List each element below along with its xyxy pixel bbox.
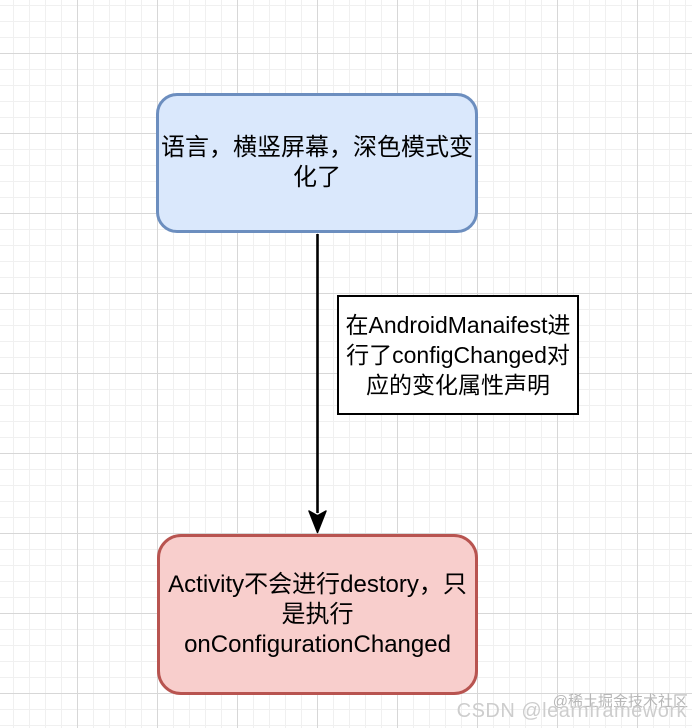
flow-node-config-change: 语言，横竖屏幕，深色模式变 化了 (156, 93, 478, 233)
edge-label-text: 在AndroidManaifest进 行了configChanged对 应的变化… (345, 312, 571, 398)
flow-node-config-change-text: 语言，横竖屏幕，深色模式变 化了 (161, 134, 473, 191)
watermark-juejin: @稀土掘金技术社区 (552, 693, 688, 710)
edge-label-box: 在AndroidManaifest进 行了configChanged对 应的变化… (337, 295, 579, 415)
flow-node-activity-result-text: Activity不会进行destory，只 是执行 onConfiguratio… (168, 570, 467, 658)
watermark-csdn: CSDN @learnframework (456, 700, 687, 722)
flow-node-activity-result: Activity不会进行destory，只 是执行 onConfiguratio… (157, 534, 478, 695)
arrowhead-icon (308, 510, 327, 534)
